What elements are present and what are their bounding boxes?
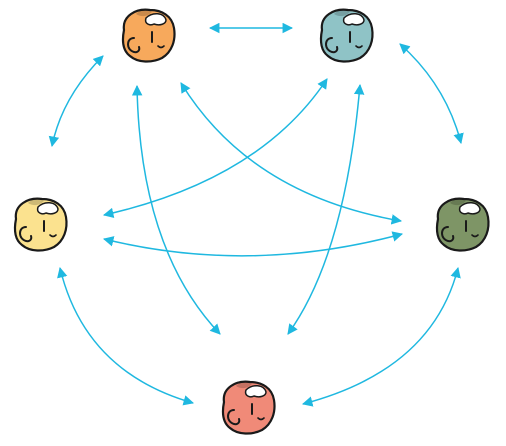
edge-orange-salmon <box>131 84 221 335</box>
salmon-cartoon-head-icon <box>221 380 276 435</box>
nodes-layer <box>13 8 490 435</box>
edges-layer <box>48 22 464 407</box>
edge-teal-olive <box>399 43 464 145</box>
yellow-cartoon-head-icon <box>13 197 68 252</box>
edge-yellow-olive <box>102 231 404 257</box>
edge-orange-olive <box>180 82 403 225</box>
edge-salmon-yellow <box>57 266 195 406</box>
teal-cartoon-head-icon <box>319 8 374 63</box>
edge-olive-salmon <box>301 266 461 407</box>
orange-cartoon-head-icon <box>121 8 176 63</box>
olive-cartoon-head-icon <box>435 197 490 252</box>
edge-yellow-orange <box>48 55 104 148</box>
